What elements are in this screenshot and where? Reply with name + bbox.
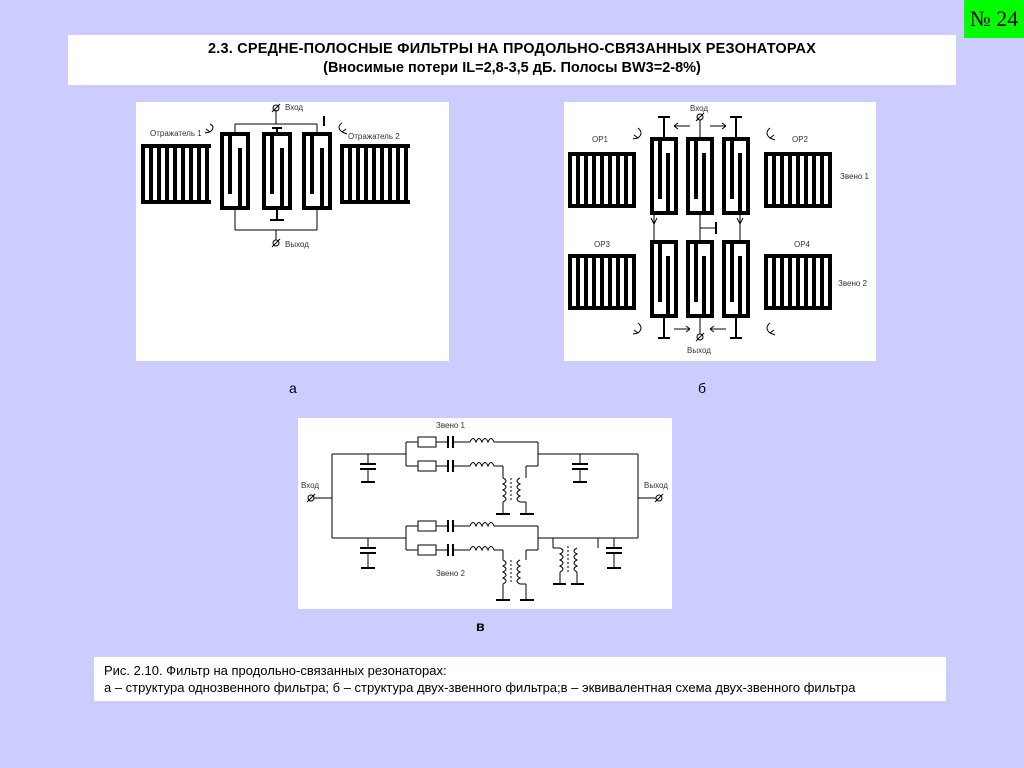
title-line-1: 2.3. СРЕДНЕ-ПОЛОСНЫЕ ФИЛЬТРЫ НА ПРОДОЛЬН… (207, 41, 817, 57)
reflection-arrow-icon (637, 127, 642, 139)
stage1-idt-1 (650, 137, 678, 215)
resistor-icon (417, 460, 437, 472)
or2-grating (764, 152, 832, 208)
arrow-left-icon (709, 325, 726, 333)
slide-title: 2.3. СРЕДНЕ-ПОЛОСНЫЕ ФИЛЬТРЫ НА ПРОДОЛЬН… (68, 35, 956, 85)
stage2-label: Звено 2 (436, 569, 466, 578)
stage2-idt-2 (686, 240, 714, 318)
caption-line-2: а – структура однозвенного фильтра; б – … (104, 680, 856, 695)
arrow-right-icon (674, 325, 691, 333)
output-label: Выход (687, 346, 711, 355)
figure-caption: Рис. 2.10. Фильтр на продольно-связанных… (94, 657, 946, 701)
output-label: Выход (644, 481, 668, 490)
input-label: Вход (285, 103, 303, 112)
diagram-a-sublabel: а (289, 380, 297, 396)
caption-line-1: Рис. 2.10. Фильтр на продольно-связанных… (104, 663, 447, 678)
idt-3 (302, 132, 332, 210)
output-terminal-icon (272, 239, 280, 247)
resistor-icon (417, 544, 437, 556)
title-line-2: (Вносимые потери IL=2,8-3,5 дБ. Полосы B… (323, 60, 701, 76)
diagram-c-svg: Вход Выход Звено 1 Звено 2 (301, 421, 668, 601)
or1-grating (568, 152, 636, 208)
diagram-b-sublabel: б (698, 380, 707, 396)
diagram-a-svg: Вход Выход Отражатель 1 Отражатель 2 (141, 103, 410, 249)
reflection-arrow-icon (766, 322, 771, 334)
inductor-icon (469, 462, 495, 468)
stage1-label: Звено 1 (436, 421, 466, 430)
or2-label: ОР2 (792, 135, 809, 144)
input-label: Вход (690, 104, 708, 113)
reflector-1-grating (141, 144, 211, 204)
diagram-c-panel: Вход Выход Звено 1 Звено 2 (298, 418, 672, 609)
transformer-icon (558, 547, 564, 573)
or4-label: ОР4 (794, 240, 811, 249)
stage1-idt-3 (722, 137, 750, 215)
transformer-icon (501, 559, 507, 585)
reflection-arrow-icon (338, 122, 343, 133)
diagram-b-svg: Вход Выход ОР1 ОР2 ОР3 ОР4 Звено 1 Звено… (568, 104, 870, 355)
reflection-arrow-icon (209, 123, 214, 133)
input-terminal-icon (272, 104, 280, 112)
or4-grating (764, 254, 832, 310)
inductor-icon (469, 522, 495, 528)
or3-label: ОР3 (594, 240, 611, 249)
resistor-icon (417, 520, 437, 532)
transformer-icon (501, 477, 507, 503)
output-terminal-icon (696, 333, 704, 341)
stage1-label: Звено 1 (840, 172, 870, 181)
diagram-a-panel: Вход Выход Отражатель 1 Отражатель 2 (136, 102, 449, 361)
reflector-2-grating (340, 144, 410, 204)
reflection-arrow-icon (766, 127, 771, 139)
output-label: Выход (285, 240, 309, 249)
arrow-right-icon (710, 122, 727, 130)
stage2-label: Звено 2 (838, 279, 868, 288)
input-terminal-icon (696, 113, 704, 121)
input-terminal-icon (307, 494, 315, 502)
diagram-c-sublabel: в (476, 618, 485, 634)
resistor-icon (417, 436, 437, 448)
stage2-idt-1 (650, 240, 678, 318)
or1-label: ОР1 (592, 135, 609, 144)
input-label: Вход (301, 481, 319, 490)
stage1-idt-2 (686, 137, 714, 215)
diagram-b-panel: Вход Выход ОР1 ОР2 ОР3 ОР4 Звено 1 Звено… (564, 102, 876, 361)
reflection-arrow-icon (637, 322, 642, 334)
reflector-2-label: Отражатель 2 (348, 132, 400, 141)
stage2-idt-3 (722, 240, 750, 318)
inductor-icon (469, 546, 495, 552)
or3-grating (568, 254, 636, 310)
slide-number-badge: № 24 (964, 0, 1024, 38)
inductor-icon (469, 438, 495, 444)
idt-1 (220, 132, 250, 210)
reflector-1-label: Отражатель 1 (150, 129, 202, 138)
output-terminal-icon (655, 494, 663, 502)
idt-2 (262, 132, 292, 210)
arrow-left-icon (673, 122, 690, 130)
